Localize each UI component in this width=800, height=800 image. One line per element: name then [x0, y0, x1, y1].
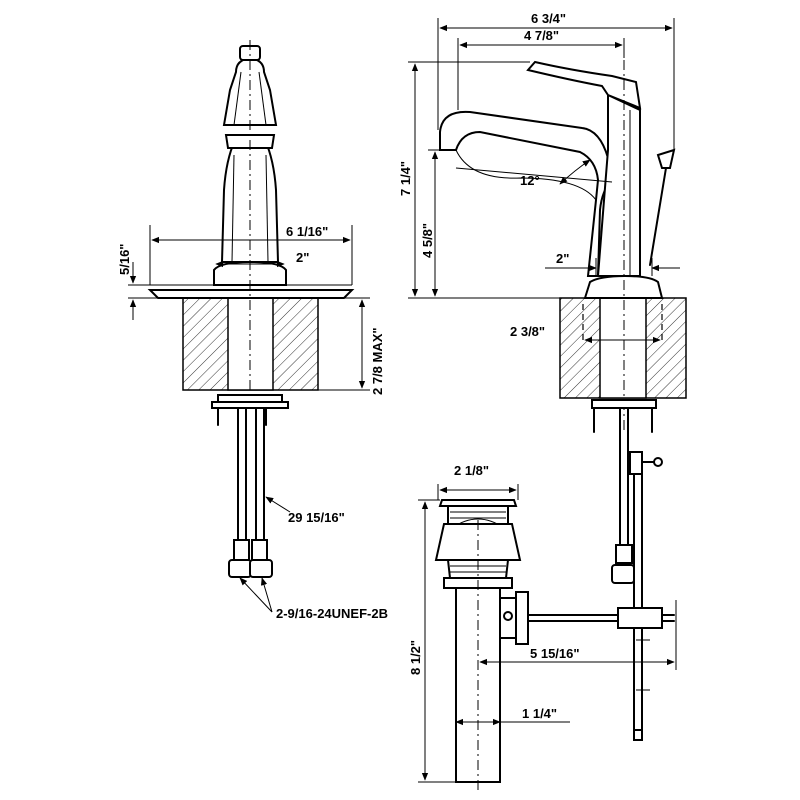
drain-ball: [503, 611, 513, 621]
supply-nut-right: [249, 559, 273, 578]
drain-rod-clip: [617, 607, 663, 629]
label-drain-flange-dia: 2 1/8": [454, 463, 489, 478]
side-mount-nut: [591, 399, 657, 409]
label-front-body-dia: 2": [296, 250, 309, 265]
side-spout-lower-edge: [455, 149, 597, 201]
label-thread-spec: 2-9/16-24UNEF-2B: [276, 606, 388, 621]
side-view: 6 3/4" 4 7/8" 7 1/4" 4 5/8" 12° 2" 2 3/8…: [398, 11, 687, 741]
front-view: 6 1/16" 2" 5/16" 2 7/8 MAX" 29 15/16" 2-…: [117, 40, 388, 621]
side-spout-body: [439, 110, 624, 277]
front-body-inner-left: [231, 154, 235, 263]
label-deck-plate-width: 6 1/16": [286, 224, 328, 239]
lift-rod-screw-head: [653, 457, 663, 467]
label-side-body-dia: 2": [556, 251, 569, 266]
side-lift-rod: [649, 167, 667, 266]
supply-nut-left: [228, 559, 252, 578]
leader-thread-left: [239, 577, 273, 613]
side-supply-nut: [611, 564, 635, 584]
front-handle-edge-right: [258, 71, 267, 126]
angle-arc: [559, 159, 591, 185]
front-deck-plate: [147, 289, 355, 299]
label-spout-reach: 4 7/8": [524, 28, 559, 43]
front-washer: [211, 401, 289, 409]
supply-ferrule-left: [233, 539, 250, 561]
side-mount-hole: [599, 297, 647, 399]
lift-rod-end: [633, 729, 643, 741]
side-faucet-column: [596, 93, 641, 277]
label-max-counter-thickness: 2 7/8 MAX": [370, 327, 385, 395]
side-supply-ferrule: [615, 544, 633, 564]
label-deck-thickness: 5/16": [117, 244, 132, 275]
label-tailpiece-dia: 1 1/4": [522, 706, 557, 721]
leader-thread-right: [260, 577, 273, 613]
front-body-inner-right: [265, 154, 269, 263]
drain-assembly: 2 1/8" 8 1/2" 5 15/16" 1 1/4": [408, 463, 677, 790]
label-drain-length: 8 1/2": [408, 640, 423, 675]
label-overall-width: 6 3/4": [531, 11, 566, 26]
supply-ferrule-right: [251, 539, 268, 561]
label-overall-height: 7 1/4": [398, 161, 413, 196]
label-spout-angle: 12°: [520, 173, 540, 188]
side-lift-rod-knob: [656, 148, 676, 169]
drain-flange: [438, 499, 518, 507]
drain-pivot-nut: [515, 591, 529, 645]
label-lift-rod-reach: 5 15/16": [530, 646, 580, 661]
lift-rod-clamp: [629, 451, 643, 475]
label-hole-dia: 2 3/8": [510, 324, 545, 339]
leader-supply-length: [265, 496, 291, 513]
side-handle-lever: [526, 60, 642, 110]
label-supply-length: 29 15/16": [288, 510, 345, 525]
label-spout-height: 4 5/8": [420, 223, 435, 258]
front-handle-edge-left: [233, 71, 242, 126]
